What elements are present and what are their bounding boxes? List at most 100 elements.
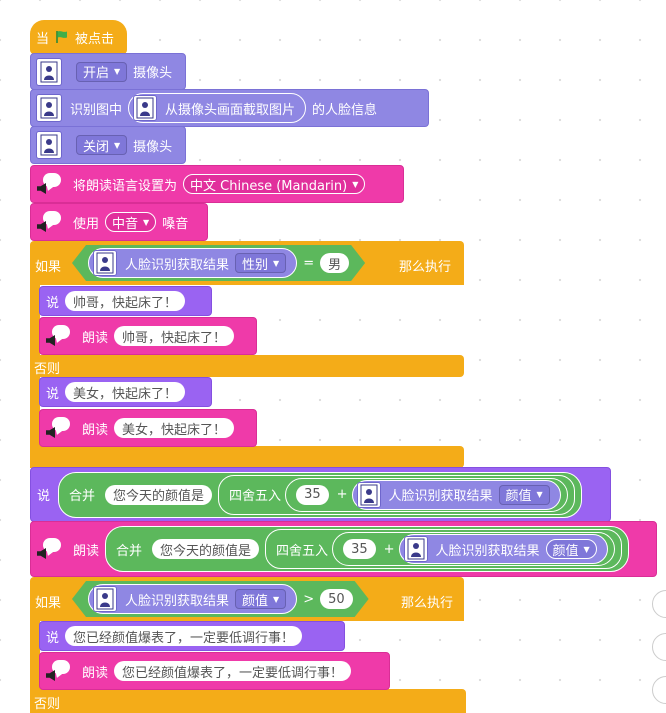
speak-block[interactable]: 朗读 您已经颜值爆表了，一定要低调行事！ [39, 652, 390, 690]
camera-ext-icon [93, 250, 117, 276]
compare-value-input[interactable]: 50 [320, 589, 353, 609]
camera-ext-icon [36, 94, 62, 122]
camera-ext-icon [93, 586, 117, 612]
camera-label: 摄像头 [133, 139, 173, 155]
face-attr-value: 颜值 [505, 489, 532, 504]
language-dropdown[interactable]: 中文 Chinese (Mandarin) ▼ [183, 174, 366, 194]
face-result-reporter[interactable]: 人脸识别获取结果 颜值 ▼ [398, 534, 608, 564]
voice-prefix: 使用 [73, 216, 100, 232]
condition-equals[interactable]: 人脸识别获取结果 性别 ▼ = 男 [72, 245, 365, 281]
round-label: 四舍五入 [229, 489, 282, 504]
chevron-down-icon: ▼ [583, 544, 590, 554]
when-label: 当 [36, 31, 50, 47]
join-reporter[interactable]: 合并 您今天的颜值是 四舍五入 35 + 人脸识别获取结果 颜值 ▼ [105, 526, 629, 572]
face-result-reporter[interactable]: 人脸识别获取结果 颜值▼ [88, 584, 297, 614]
clicked-label: 被点击 [75, 31, 115, 47]
if-label-1: 如果 [35, 260, 62, 275]
join-label: 合并 [116, 543, 143, 559]
camera-state-dropdown[interactable]: 开启▼ [76, 61, 128, 82]
round-reporter[interactable]: 四舍五入 35 + 人脸识别获取结果 颜值 ▼ [265, 529, 622, 569]
camera-state-value: 关闭 [83, 139, 110, 155]
speaker-icon [37, 210, 63, 234]
compare-value-input[interactable]: 男 [320, 253, 349, 273]
speaker-icon [37, 537, 63, 561]
face-result-label: 人脸识别获取结果 [125, 257, 230, 273]
face-attr-dropdown[interactable]: 性别 ▼ [235, 253, 286, 273]
camera-ext-icon [36, 131, 62, 159]
speak-text-input[interactable]: 您已经颜值爆表了，一定要低调行事！ [114, 661, 352, 681]
greater-operator: > [303, 591, 315, 607]
speak-block[interactable]: 朗读 帅哥，快起床了！ [39, 317, 257, 355]
face-attr-dropdown[interactable]: 颜值 ▼ [498, 484, 550, 505]
say-label: 说 [37, 489, 51, 504]
face-attr-dropdown[interactable]: 颜值 ▼ [545, 539, 597, 559]
number-input[interactable]: 35 [343, 539, 376, 559]
else-speak-block[interactable]: 朗读 美女，快起床了！ [39, 409, 257, 447]
chevron-down-icon: ▼ [114, 67, 121, 76]
voice-dropdown[interactable]: 中音▼ [105, 212, 157, 232]
zoom-reset-button[interactable] [652, 676, 666, 704]
join-label: 合并 [69, 489, 96, 504]
say-join-block[interactable]: 说 合并 您今天的颜值是 四舍五入 35 + 人脸识别获取结果 颜值▼ [30, 467, 611, 522]
else-say-block[interactable]: 说 美女，快起床了！ [39, 377, 212, 407]
round-reporter[interactable]: 四舍五入 35 + 人脸识别获取结果 颜值▼ [218, 474, 575, 515]
face-attr-value: 性别 [242, 257, 269, 273]
say-label: 说 [46, 386, 60, 402]
voice-value: 中音 [112, 216, 139, 232]
chevron-down-icon: ▼ [352, 179, 359, 189]
speak-text-input[interactable]: 美女，快起床了！ [114, 418, 235, 438]
recognize-suffix: 的人脸信息 [312, 102, 378, 118]
round-label: 四舍五入 [276, 543, 329, 559]
recognize-face-block[interactable]: 识别图中 从摄像头画面截取图片 的人脸信息 [30, 89, 429, 127]
condition-greater[interactable]: 人脸识别获取结果 颜值▼ > 50 [72, 581, 369, 617]
join-text-input[interactable]: 您今天的颜值是 [105, 484, 213, 505]
plus-operator: + [383, 541, 395, 557]
chevron-down-icon: ▼ [273, 258, 280, 268]
zoom-out-button[interactable] [652, 633, 666, 661]
else-bar-2 [30, 689, 466, 713]
join-text-input[interactable]: 您今天的颜值是 [152, 539, 260, 559]
join-reporter[interactable]: 合并 您今天的颜值是 四舍五入 35 + 人脸识别获取结果 颜值▼ [58, 471, 582, 518]
capture-image-label: 从摄像头画面截取图片 [165, 102, 296, 118]
say-text-input[interactable]: 您已经颜值爆表了，一定要低调行事！ [65, 626, 303, 646]
speak-join-block[interactable]: 朗读 合并 您今天的颜值是 四舍五入 35 + 人脸识别获取结果 颜值▼ [30, 521, 657, 577]
set-speech-language-block[interactable]: 将朗读语言设置为 中文 Chinese (Mandarin) ▼ [30, 165, 404, 203]
chevron-down-icon: ▼ [273, 594, 280, 604]
language-value: 中文 Chinese (Mandarin) [190, 178, 348, 194]
set-language-label: 将朗读语言设置为 [73, 178, 178, 194]
equals-operator: = [303, 255, 315, 271]
speaker-icon [46, 659, 72, 683]
add-reporter[interactable]: 35 + 人脸识别获取结果 颜值▼ [285, 477, 568, 512]
camera-ext-icon [403, 536, 428, 562]
say-text-input[interactable]: 美女，快起床了！ [65, 382, 186, 402]
if-else-arm-2 [30, 620, 40, 713]
say-label: 说 [46, 295, 60, 311]
say-block[interactable]: 说 您已经颜值爆表了，一定要低调行事！ [39, 621, 345, 651]
when-flag-clicked-block[interactable]: 当 被点击 [30, 20, 127, 54]
chevron-down-icon: ▼ [114, 140, 121, 150]
camera-label: 摄像头 [133, 66, 173, 81]
face-result-reporter[interactable]: 人脸识别获取结果 性别 ▼ [88, 248, 297, 278]
camera-on-block[interactable]: 开启▼ 摄像头 [30, 53, 186, 90]
face-attr-value: 颜值 [552, 543, 579, 559]
zoom-in-button[interactable] [652, 590, 666, 618]
camera-state-dropdown[interactable]: 关闭 ▼ [76, 135, 128, 155]
speak-label: 朗读 [82, 665, 109, 681]
face-result-label: 人脸识别获取结果 [435, 543, 540, 559]
number-input[interactable]: 35 [296, 484, 329, 505]
set-voice-block[interactable]: 使用 中音▼ 嗓音 [30, 203, 208, 241]
chevron-down-icon: ▼ [536, 490, 543, 499]
add-reporter[interactable]: 35 + 人脸识别获取结果 颜值 ▼ [332, 532, 615, 566]
face-result-label: 人脸识别获取结果 [125, 593, 230, 609]
camera-off-block[interactable]: 关闭 ▼ 摄像头 [30, 126, 186, 164]
capture-image-reporter[interactable]: 从摄像头画面截取图片 [128, 93, 307, 123]
speaker-icon [46, 416, 72, 440]
face-attr-dropdown[interactable]: 颜值▼ [235, 589, 286, 609]
say-text-input[interactable]: 帅哥，快起床了！ [65, 291, 186, 311]
face-result-reporter[interactable]: 人脸识别获取结果 颜值▼ [351, 479, 561, 510]
say-label: 说 [46, 630, 60, 646]
else-label-2: 否则 [34, 697, 61, 712]
speak-text-input[interactable]: 帅哥，快起床了！ [114, 326, 235, 346]
say-block[interactable]: 说 帅哥，快起床了！ [39, 286, 212, 316]
plus-operator: + [336, 487, 348, 502]
